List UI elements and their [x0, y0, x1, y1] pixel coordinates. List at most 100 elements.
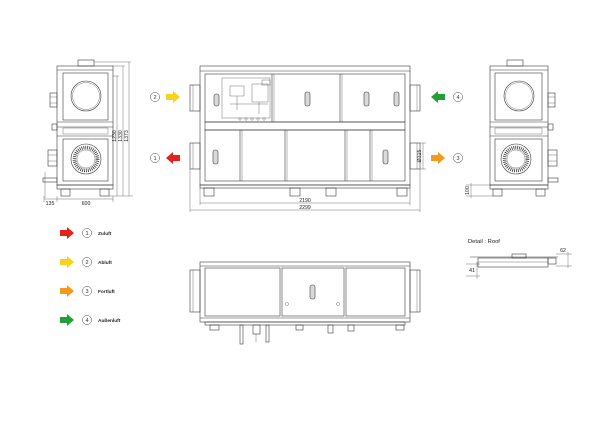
duct-connection-hatch [72, 145, 100, 173]
badge-number: 2 [153, 95, 156, 101]
plan-view [189, 261, 421, 345]
legend-label: Fortluft [98, 289, 115, 295]
drain-stub [327, 324, 334, 334]
door-handle [309, 284, 316, 300]
green-arrow-icon [60, 314, 74, 326]
fan-circle [70, 80, 102, 112]
foot [492, 188, 503, 197]
roof-detail-drawing [466, 252, 572, 279]
housing [199, 65, 411, 186]
terminal-bolt [262, 117, 266, 121]
legend-label: Zuluft [98, 231, 112, 237]
dim-label-1330: 1330 [118, 130, 124, 142]
badge-circle [453, 153, 463, 163]
drain-stub [347, 324, 355, 332]
foot [535, 188, 546, 197]
side-connector-small [51, 123, 58, 131]
badge-circle [82, 228, 92, 238]
badge-number: 2 [85, 260, 88, 266]
foot [60, 188, 71, 197]
foot [289, 187, 301, 197]
foot [203, 187, 215, 197]
base-frame [204, 321, 406, 326]
duct-stub-left-bottom [189, 142, 201, 170]
upper-compartment [62, 72, 109, 121]
legend-item-aussenluft: 4 Außenluft [60, 314, 121, 326]
top-cap [77, 59, 95, 67]
legend-label: Außenluft [98, 318, 121, 324]
side-connector [49, 92, 58, 108]
badge-circle [82, 257, 92, 267]
condensate-pipe [265, 324, 270, 343]
duct-stub-right-bottom [409, 142, 421, 170]
legend-label: Abluft [98, 260, 112, 266]
housing [489, 65, 549, 186]
side-connector-small [547, 123, 554, 131]
green-arrow-icon [431, 91, 445, 103]
foot [325, 187, 337, 197]
dim-label-2299: 2299 [299, 205, 311, 211]
top-cap [506, 59, 524, 67]
duct-stub-left-top [189, 84, 201, 112]
door-handle [213, 93, 220, 107]
duct-connection [500, 143, 532, 175]
fixing-point [285, 302, 289, 306]
door-handle [304, 91, 311, 107]
left-end-view [42, 59, 133, 202]
side-protrusion [547, 149, 558, 167]
fan-circle [503, 80, 535, 112]
badge-number: 1 [153, 156, 156, 162]
yellow-arrow-icon [60, 256, 74, 268]
foot [395, 324, 405, 331]
orange-arrow-icon [60, 285, 74, 297]
duct-stub-right [409, 269, 421, 313]
middle-band [204, 121, 406, 131]
red-arrow-icon [166, 152, 180, 164]
support-bracket [547, 177, 559, 183]
right-end-view [466, 59, 559, 198]
badge-circle [150, 153, 160, 163]
flow-number-badge: 3 [453, 153, 463, 163]
condensate-trap [252, 324, 261, 335]
terminal-bolt [244, 117, 248, 121]
legend-item-zuluft: 1 Zuluft [60, 227, 112, 239]
badge-number: 3 [456, 156, 459, 162]
dim-label-1230: 1230 [112, 130, 118, 142]
roof-step [547, 257, 557, 265]
legend-number-badge: 1 [82, 228, 92, 238]
duct-connection-hatch [502, 145, 530, 173]
terminal-bolt [250, 117, 254, 121]
badge-circle [453, 92, 463, 102]
flow-number-badge: 4 [453, 92, 463, 102]
side-connector [547, 92, 556, 108]
badge-circle [150, 92, 160, 102]
badge-number: 3 [85, 289, 88, 295]
panel-right [345, 267, 406, 317]
foot [209, 324, 220, 331]
upper-compartment [494, 72, 543, 121]
dim-label-1373: 1373 [124, 130, 130, 142]
flow-number-badge: 1 [150, 153, 160, 163]
control-cabinet [221, 77, 271, 119]
housing [199, 261, 411, 323]
legend-number-badge: 2 [82, 257, 92, 267]
roof-detail-title: Detail : Roof [468, 239, 500, 245]
lower-compartment [62, 138, 109, 182]
red-arrow-icon [60, 227, 74, 239]
legend: 1 Zuluft 2 Abluft 3 Fortluft 4 [60, 227, 121, 326]
legend-number-badge: 3 [82, 286, 92, 296]
duct-stub-left [189, 269, 201, 313]
foot [396, 187, 408, 197]
legend-item-abluft: 2 Abluft [60, 256, 112, 268]
lower-section [204, 129, 406, 182]
fan-inner-circle [72, 82, 100, 110]
dim-label-2190: 2190 [299, 198, 311, 204]
fan-inner-circle [505, 82, 533, 110]
dim-label-100: 100 [465, 186, 471, 195]
duct-stub-right-top [409, 84, 421, 112]
dim-label-600: 600 [82, 201, 91, 207]
fixing-point [336, 302, 340, 306]
orange-arrow-icon [431, 152, 445, 164]
roof-cap [511, 253, 527, 259]
